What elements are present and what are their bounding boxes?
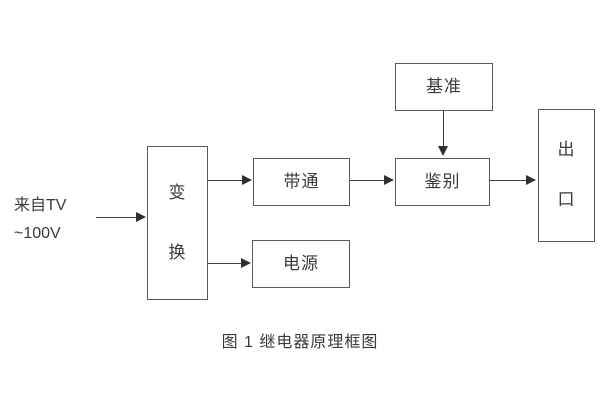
arrowhead-right-icon	[526, 175, 536, 185]
input-source-line2: ~100V	[14, 225, 61, 242]
connector-bandpass-to-discriminate	[350, 180, 386, 181]
connector-input-to-convert	[96, 217, 138, 218]
block-bandpass[interactable]: 带通	[253, 158, 350, 206]
block-bandpass-label: 带通	[283, 172, 320, 192]
arrowhead-down-icon	[438, 146, 448, 156]
block-convert-label-line1: 变	[168, 182, 187, 202]
figure-caption: 图 1 继电器原理框图	[221, 334, 379, 351]
connector-discriminate-to-output	[490, 180, 528, 181]
block-reference-label: 基准	[426, 77, 462, 97]
input-source-line1: 来自TV	[14, 197, 67, 214]
block-output-label-line1: 出	[557, 140, 576, 160]
input-source-label: 来自TV ~100V	[14, 192, 98, 248]
arrowhead-right-icon	[384, 175, 394, 185]
block-discriminate[interactable]: 鉴别	[395, 158, 490, 206]
block-convert[interactable]: 变 换	[147, 146, 208, 300]
block-output[interactable]: 出 口	[538, 109, 595, 242]
block-power[interactable]: 电源	[252, 240, 350, 288]
arrowhead-right-icon	[241, 258, 251, 268]
block-output-label: 出 口	[558, 110, 576, 241]
arrowhead-right-icon	[136, 212, 146, 222]
block-power-label: 电源	[283, 254, 319, 274]
connector-convert-to-power	[208, 263, 243, 264]
connector-convert-to-bandpass	[208, 180, 244, 181]
block-discriminate-label: 鉴别	[424, 172, 461, 192]
block-convert-label-line2: 换	[168, 242, 187, 262]
arrowhead-right-icon	[242, 175, 252, 185]
connector-reference-to-discriminate	[443, 111, 444, 147]
block-convert-label: 变 换	[169, 147, 187, 299]
block-reference[interactable]: 基准	[395, 63, 493, 111]
block-output-label-line2: 口	[557, 189, 576, 209]
